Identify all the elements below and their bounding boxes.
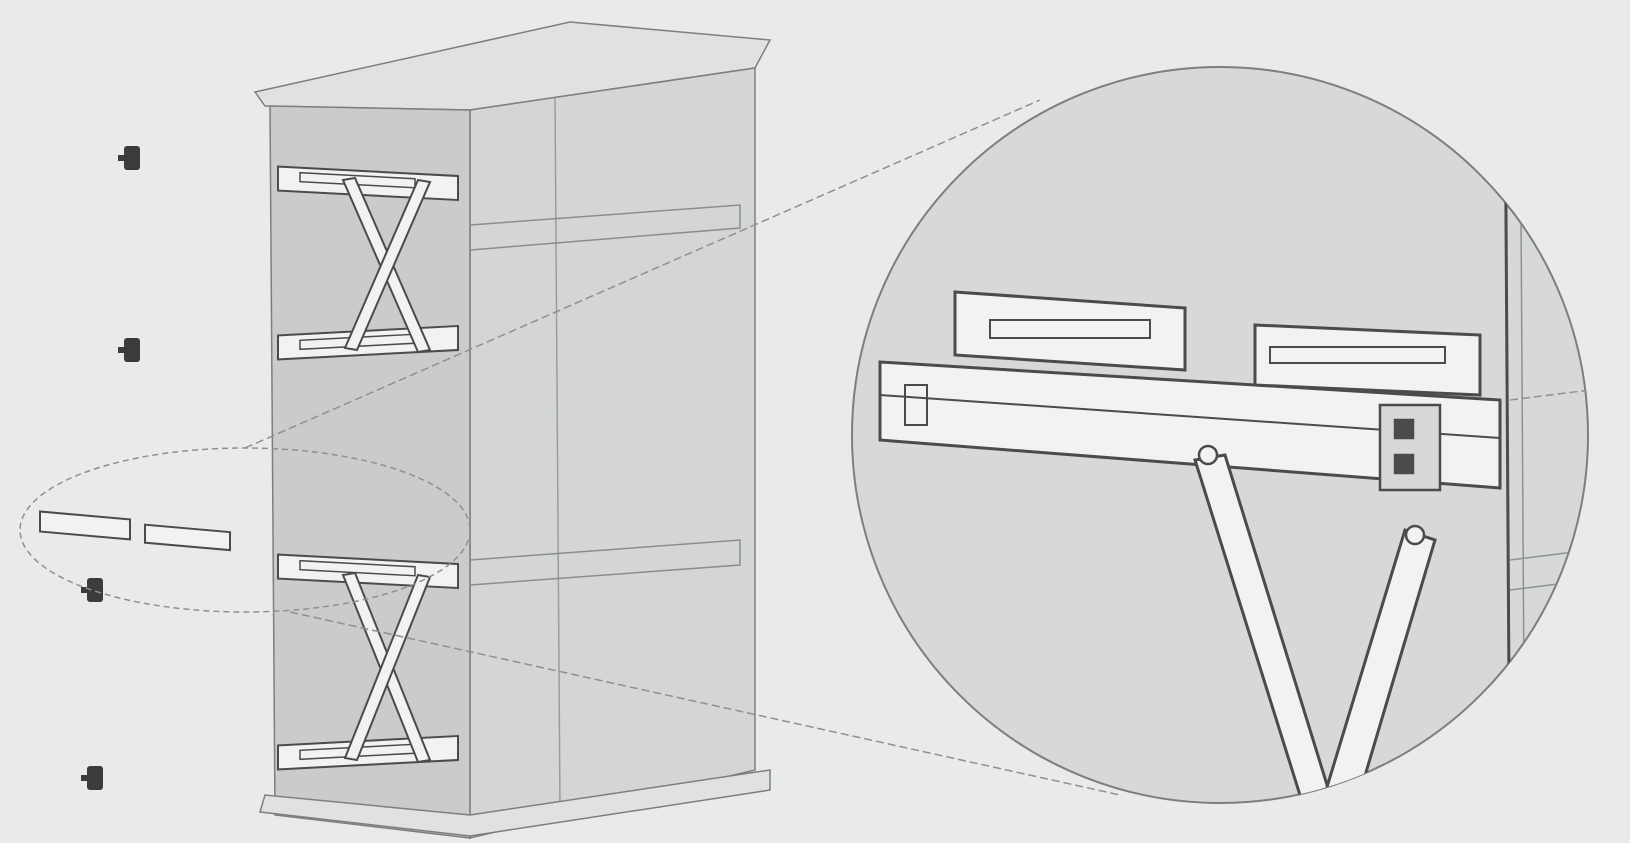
cabinet-bottom-panel — [259, 769, 771, 837]
callout-connector-top — [244, 99, 1041, 449]
screw-icon — [81, 578, 103, 602]
cross-brace-lower — [341, 571, 432, 764]
cabinet — [253, 21, 772, 839]
rail-level-3 — [277, 553, 459, 590]
screw-icon — [118, 338, 140, 362]
zoom-slide-right — [1253, 323, 1482, 397]
screw-icon — [118, 146, 140, 170]
zoom-slide-left — [953, 290, 1187, 372]
cabinet-shelf — [469, 539, 741, 586]
cross-brace-upper — [341, 176, 432, 354]
cabinet-left-panel — [269, 105, 471, 839]
screw-icon — [81, 766, 103, 790]
pivot-bolt — [1197, 444, 1219, 466]
pivot-bolt — [1404, 524, 1426, 546]
zoom-hinge-block — [1378, 403, 1442, 492]
cabinet-shelf — [469, 204, 741, 251]
screws — [81, 146, 140, 790]
cabinet-divider — [554, 97, 561, 811]
callout-connector-bottom — [289, 611, 1121, 796]
cabinet-interior — [469, 67, 756, 839]
zoom-detail — [851, 66, 1589, 804]
callout-rail-pieces — [39, 510, 231, 552]
